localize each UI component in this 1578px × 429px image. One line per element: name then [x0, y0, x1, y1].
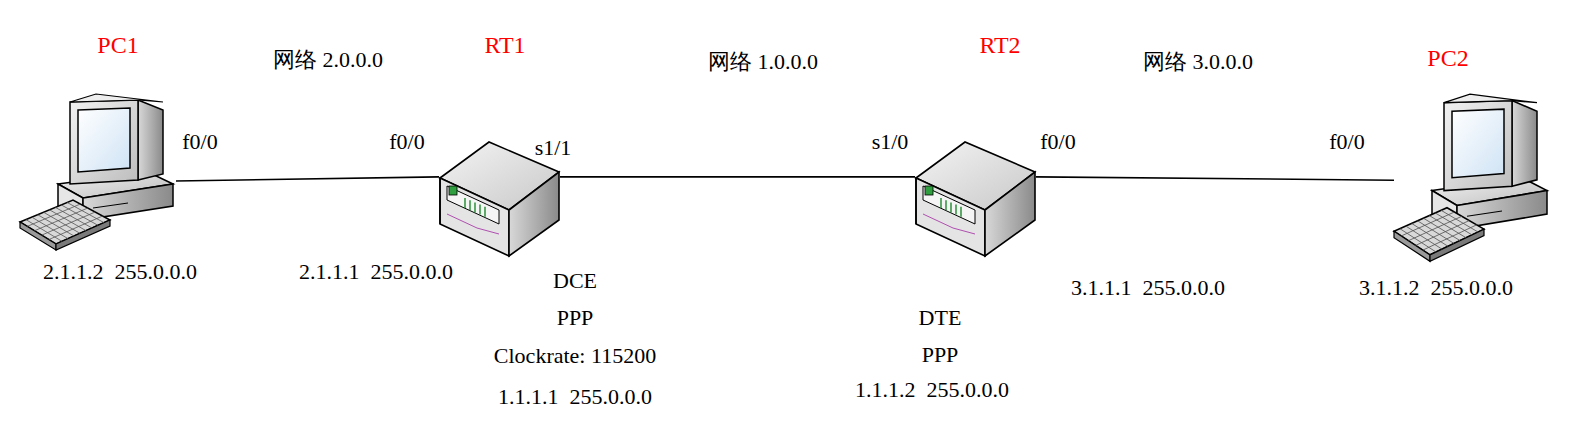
interface-name: s1/1: [535, 135, 572, 161]
address-label: PPP: [557, 305, 594, 331]
device-name: RT2: [979, 32, 1020, 59]
network-label: 网络 2.0.0.0: [273, 45, 383, 75]
link-line: [1036, 177, 1394, 180]
link-line: [176, 177, 439, 181]
address-label: 1.1.1.1 255.0.0.0: [498, 384, 652, 410]
network-label: 网络 3.0.0.0: [1143, 47, 1253, 77]
link-line: [560, 176, 915, 178]
interface-name: f0/0: [1040, 129, 1075, 155]
computer-icon: [1392, 92, 1552, 272]
address-label: 1.1.1.2 255.0.0.0: [855, 377, 1009, 403]
device-name: PC2: [1427, 45, 1468, 72]
device-name: RT1: [484, 32, 525, 59]
address-label: 2.1.1.2 255.0.0.0: [43, 259, 197, 285]
interface-name: s1/0: [872, 129, 909, 155]
address-label: PPP: [922, 342, 959, 368]
address-label: 3.1.1.2 255.0.0.0: [1359, 275, 1513, 301]
address-label: DCE: [553, 268, 597, 294]
computer-icon: [18, 92, 178, 260]
interface-name: f0/0: [182, 129, 217, 155]
device-name: PC1: [97, 32, 138, 59]
address-label: 3.1.1.1 255.0.0.0: [1071, 275, 1225, 301]
address-label: Clockrate: 115200: [494, 343, 656, 369]
address-label: DTE: [919, 305, 962, 331]
network-label: 网络 1.0.0.0: [708, 47, 818, 77]
address-label: 2.1.1.1 255.0.0.0: [299, 259, 453, 285]
pc-device: PC2: [1392, 92, 1552, 272]
interface-name: f0/0: [1329, 129, 1364, 155]
router-device: RT2: [913, 128, 1038, 260]
pc-device: PC1: [18, 92, 178, 260]
interface-name: f0/0: [389, 129, 424, 155]
router-icon: [913, 128, 1038, 260]
